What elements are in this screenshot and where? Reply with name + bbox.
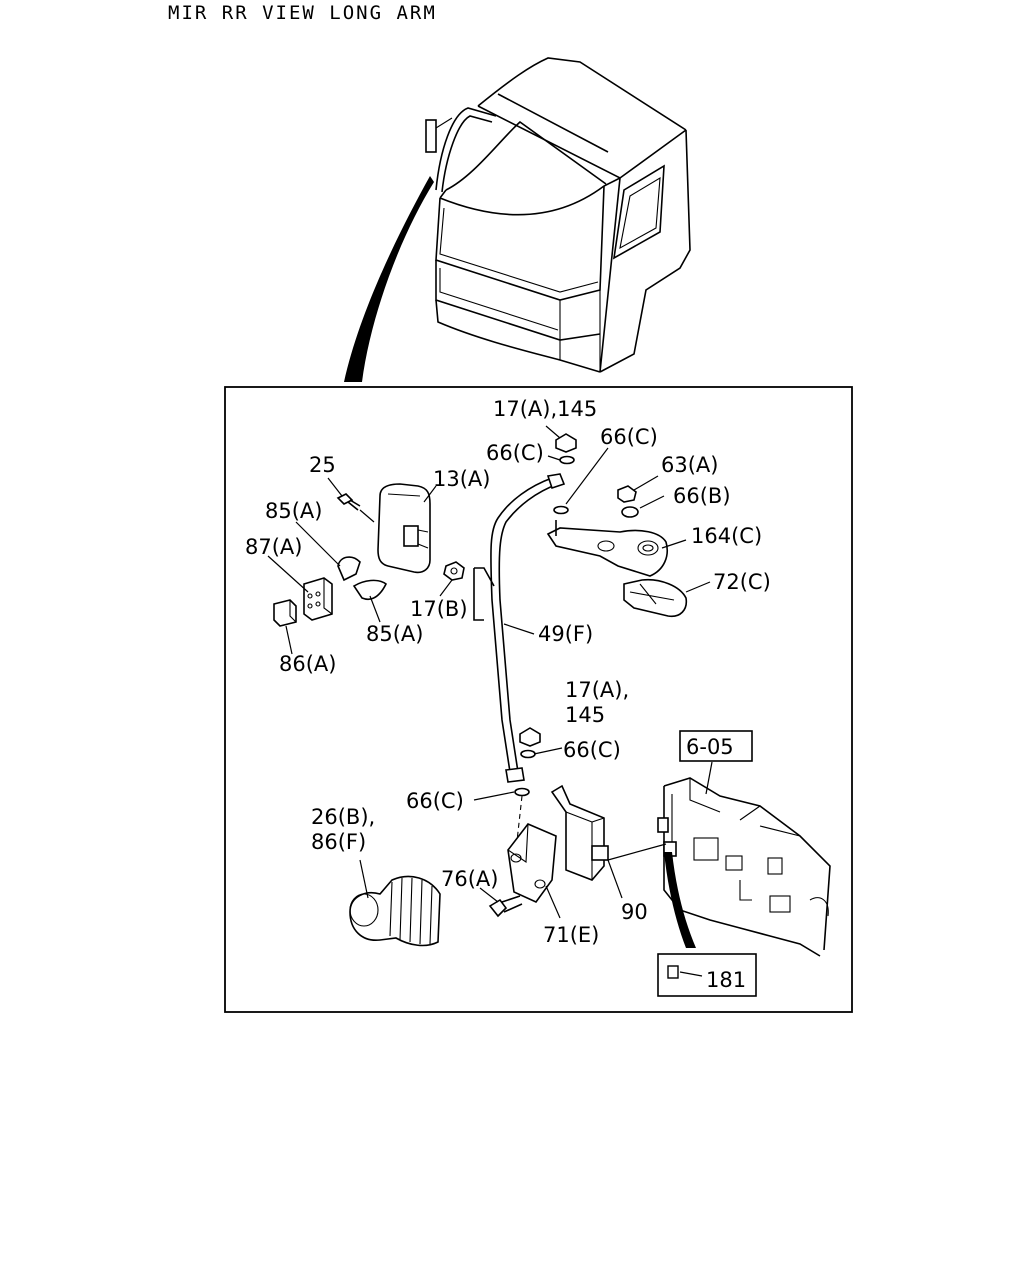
callout-66c-1: 66(C) [486,441,544,465]
callout-63a: 63(A) [661,453,718,477]
bracket-90 [550,784,609,881]
pointer-arrow [344,176,434,382]
callout-181: 181 [706,968,746,992]
nut-17a-top [555,433,577,453]
callout-17b: 17(B) [410,597,468,621]
icon-181-clip [667,965,679,979]
bracket-164c [546,520,668,577]
callout-86a: 86(A) [279,652,336,676]
clamp-85a [337,556,388,600]
callout-164c: 164(C) [691,524,762,548]
base-72c [623,578,688,618]
callout-26b-1: 26(B), [311,805,375,829]
callout-49f: 49(F) [538,622,593,646]
callout-17a-mid-1: 17(A), [565,678,629,702]
nut-17a-mid [519,727,541,747]
nut-17b [443,561,465,581]
leader-lines [267,425,713,919]
arm-stay-49f [473,473,566,783]
callout-72c: 72(C) [713,570,771,594]
detail-frame [224,386,853,1013]
nut-63a [617,485,637,503]
cover-86a [273,599,297,627]
callout-66c-4: 66(C) [406,789,464,813]
callout-90: 90 [621,900,648,924]
bracket-71e [507,823,557,903]
callout-76a: 76(A) [441,867,498,891]
box-6-05 [679,730,753,762]
washer-66c-3 [520,749,536,759]
mirror-head [377,483,431,574]
callout-85a-bottom: 85(A) [366,622,423,646]
pointer-arrow-181 [664,852,696,948]
callout-26b-2: 86(F) [311,830,366,854]
callout-labels: 17(A),145 66(C) 66(C) 25 13(A) 63(A) 66(… [245,397,771,992]
callout-66b: 66(B) [673,484,731,508]
callout-71e: 71(E) [543,923,599,947]
truck-cab-illustration [425,57,691,373]
washer-66c-1 [559,455,575,465]
page-title: MIR RR VIEW LONG ARM [168,2,437,24]
callout-13a: 13(A) [433,467,490,491]
washer-66c-4 [514,787,530,797]
bolt-25 [336,493,361,511]
callout-25: 25 [309,453,336,477]
callout-6-05: 6-05 [686,735,734,759]
callout-17a-145-top: 17(A),145 [493,397,597,421]
bolt-76a [488,895,523,918]
callout-17a-mid-2: 145 [565,703,605,727]
bracket-87a [303,577,333,621]
callout-87a: 87(A) [245,535,302,559]
washer-66c-2 [553,505,569,515]
washer-66b [621,506,639,518]
callout-85a-top: 85(A) [265,499,322,523]
callout-66c-3: 66(C) [563,738,621,762]
boot-26b [349,875,441,947]
callout-66c-2: 66(C) [600,425,658,449]
